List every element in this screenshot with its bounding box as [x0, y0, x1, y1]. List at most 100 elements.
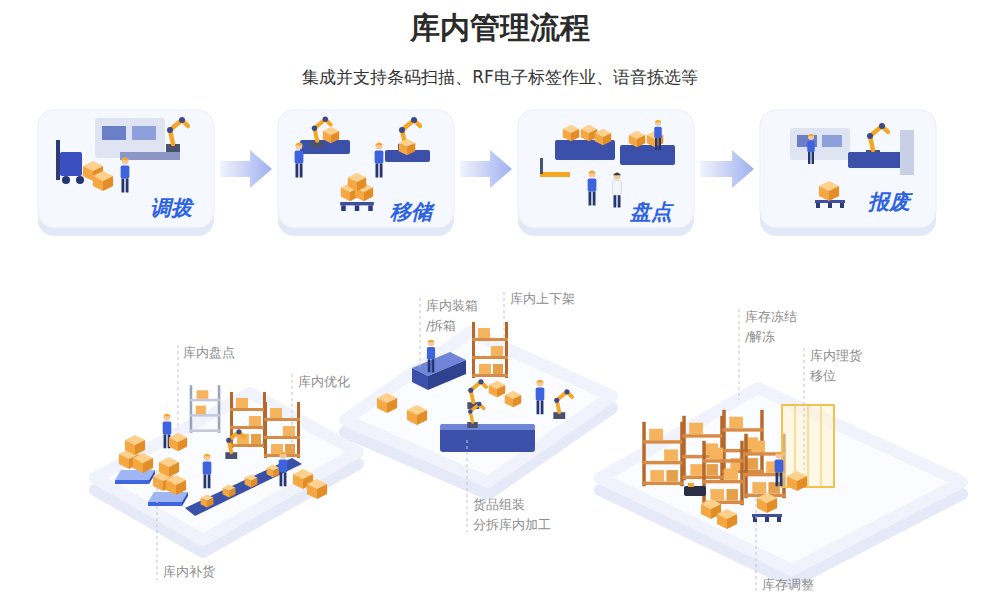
tile1-scene-part	[56, 140, 60, 180]
left-scene-part	[133, 453, 153, 473]
middle-scene-part	[505, 391, 522, 408]
top-tiles	[38, 110, 936, 236]
leader-lines-part	[420, 298, 421, 368]
tile1-scene	[56, 117, 188, 193]
tile3-scene-part	[629, 131, 646, 148]
tile2-scene	[295, 117, 430, 212]
callout-label: 库内上下架	[510, 289, 575, 309]
tile2-scene-part	[375, 143, 384, 178]
callout-label: 库存调整	[762, 575, 814, 595]
leader-lines-part	[756, 492, 757, 592]
tile2-scene-part	[295, 143, 304, 178]
leader-lines-part	[467, 440, 468, 532]
flow-arrow	[220, 150, 272, 188]
tile3-scene-part	[588, 171, 597, 206]
tile1-scene-part	[62, 176, 70, 184]
tile2-scene-part	[348, 173, 366, 191]
tile4-scene-part	[822, 135, 842, 147]
left-scene-part	[267, 465, 280, 478]
subtitle: 集成并支持条码扫描、RF电子标签作业、语音拣选等	[0, 66, 1000, 89]
left-scene-part	[264, 402, 300, 458]
left-scene-part	[201, 495, 214, 508]
middle-scene-part	[412, 368, 428, 390]
left-scene-part	[166, 475, 186, 495]
leader-lines-part	[292, 374, 293, 452]
process-tile: 调拨	[38, 110, 214, 228]
middle-scene-part	[553, 389, 572, 419]
right-scene-part	[684, 486, 706, 496]
page-title: 库内管理流程	[0, 8, 1000, 49]
leader-lines-part	[178, 345, 179, 430]
left-scene-part	[148, 492, 188, 506]
left-scene	[115, 385, 327, 516]
left-scene-part	[115, 470, 155, 484]
tile3-scene-part	[620, 145, 675, 165]
right-scene-part	[642, 422, 683, 486]
middle-scene-part	[440, 424, 535, 430]
tile2-scene-part	[340, 202, 374, 211]
right-scene-part	[717, 509, 737, 529]
left-scene-part	[225, 429, 244, 459]
process-tile: 报废	[760, 110, 936, 228]
left-scene-part	[279, 452, 288, 487]
tile2-scene-part	[300, 140, 350, 154]
flow-arrow	[460, 150, 512, 188]
right-scene-part	[757, 493, 777, 513]
left-scene-part	[190, 385, 221, 433]
tile2-scene-part	[323, 127, 340, 144]
middle-scene	[377, 322, 572, 452]
left-scene-part	[203, 454, 212, 489]
right-scene-part	[775, 452, 784, 487]
callout-label: 库内优化	[298, 372, 350, 392]
tile1-scene-part	[166, 117, 188, 152]
left-scene-part	[230, 392, 266, 448]
middle-scene-part	[536, 380, 545, 415]
flow-arrow	[700, 150, 754, 188]
bottom-platforms-part	[95, 393, 358, 540]
tile3-scene-part	[595, 129, 612, 146]
tile4-scene-part	[807, 134, 815, 164]
leader-lines	[157, 292, 804, 592]
right-scene	[642, 405, 834, 529]
tile1-scene-part	[121, 158, 130, 193]
top-tiles-part	[278, 110, 454, 228]
tile3-scene-part	[540, 172, 570, 177]
top-tiles-part	[38, 110, 214, 228]
tile1-scene-part	[60, 152, 82, 176]
tile4-scene-part	[900, 130, 914, 175]
top-tiles-part	[760, 110, 936, 228]
tile1-scene-part	[120, 152, 180, 160]
tile-label: 调拨	[150, 194, 192, 222]
callout-label: 库内理货 移位	[810, 346, 862, 386]
tile1-scene-part	[132, 126, 156, 140]
middle-scene-part	[467, 402, 484, 428]
right-scene-part	[808, 405, 809, 487]
callout-label: 库存冻结 /解冻	[745, 307, 797, 347]
tile-label: 移储	[390, 198, 432, 226]
left-scene-part	[169, 433, 187, 451]
process-tile: 移储	[278, 110, 454, 228]
tile3-scene-part	[613, 173, 622, 208]
middle-scene-part	[407, 405, 427, 425]
tile4-scene-part	[819, 181, 839, 201]
right-scene-part	[688, 483, 694, 487]
tile-label: 盘点	[630, 198, 672, 226]
right-scene-part	[821, 405, 822, 487]
left-scene-part	[307, 479, 327, 499]
process-tile: 盘点	[518, 110, 694, 228]
left-scene-part	[125, 435, 145, 455]
tile3-scene	[540, 120, 675, 208]
right-scene-part	[787, 471, 807, 491]
tile3-scene-part	[654, 120, 662, 150]
callout-label: 货品组装 分拆库内加工	[473, 495, 551, 535]
tile2-scene-part	[399, 139, 416, 156]
callout-label: 库内补货	[163, 562, 215, 582]
middle-scene-part	[489, 381, 506, 398]
leader-lines-part	[504, 292, 505, 340]
callout-label: 库内装箱 /拆箱	[426, 296, 478, 336]
bottom-platforms	[95, 332, 962, 582]
right-scene-part	[744, 434, 785, 498]
left-scene-part	[159, 457, 179, 477]
top-tiles-part	[518, 110, 694, 228]
